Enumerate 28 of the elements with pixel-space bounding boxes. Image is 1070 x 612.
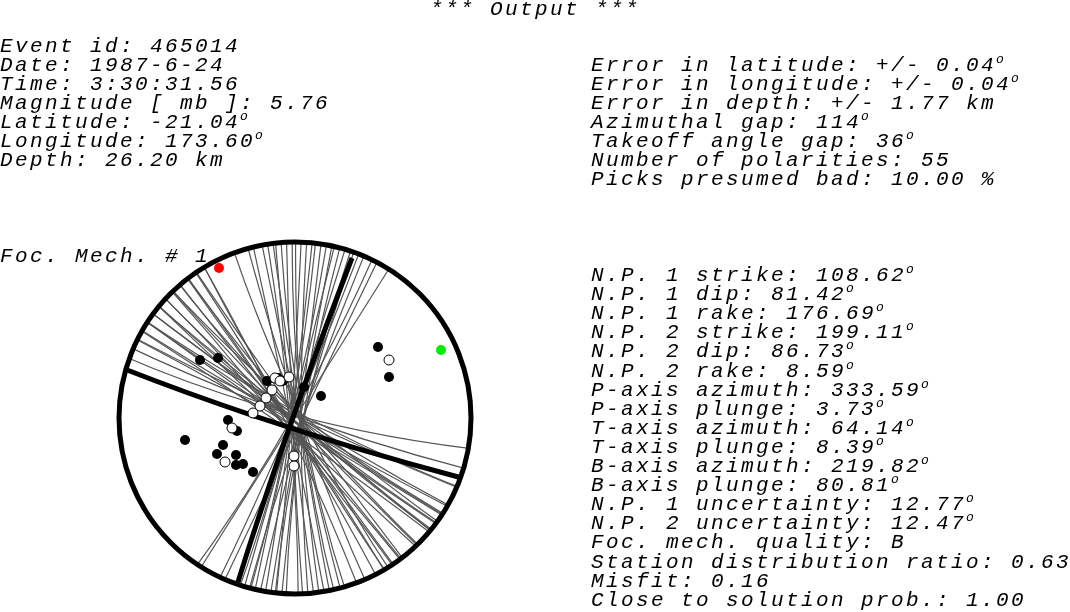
parameter-text: Takeoff angle gap: 36$^{o}$ [591,132,917,152]
parameter-text: P-axis azimuth: 333.59$^{o}$ [591,380,932,401]
parameter-text: T-axis azimuth: 64.14$^{o}$ [591,418,917,439]
parameter-text: Longitude: 173.60$^{o}$ [0,132,266,152]
parameter-text: P-axis plunge: 3.73$^{o}$ [591,399,887,420]
parameter-text: Latitude: -21.04$^{o}$ [0,113,251,133]
page-title: *** Output *** [429,0,641,20]
parameter-text: Picks presumed bad: 10.00 % [591,170,997,190]
parameter-text: Foc. mech. quality: B [591,533,907,554]
parameter-text: Station distribution ratio: 0.63 [591,552,1070,573]
parameter-text: Azimuthal gap: 114$^{o}$ [591,113,872,133]
parameter-text: N.P. 1 strike: 108.62$^{o}$ [591,266,917,286]
parameter-text: N.P. 2 rake: 8.59$^{o}$ [591,361,857,382]
plot-heading: Foc. Mech. # 1 [0,247,211,267]
parameter-text: Error in depth: +/- 1.77 km [591,94,997,114]
parameter-text: Time: 3:30:31.56 [0,75,241,95]
parameter-text: Magnitude [ mb ]: 5.76 [0,94,331,114]
parameter-text: Event id: 465014 [0,37,241,57]
parameter-text: T-axis plunge: 8.39$^{o}$ [591,437,887,458]
parameter-text: Error in latitude: +/- 0.04$^{o}$ [591,56,1007,76]
parameter-text: Error in longitude: +/- 0.04$^{o}$ [591,75,1022,95]
parameter-text: Date: 1987-6-24 [0,56,226,76]
parameter-text: Number of polarities: 55 [591,151,952,171]
parameter-text: Close to solution prob.: 1.00 [591,590,1027,611]
parameter-text: Misfit: 0.16 [591,571,772,592]
parameter-text: N.P. 2 dip: 86.73$^{o}$ [591,342,857,363]
parameter-text: Depth: 26.20 km [0,151,226,171]
parameter-text: B-axis azimuth: 219.82$^{o}$ [591,457,932,477]
